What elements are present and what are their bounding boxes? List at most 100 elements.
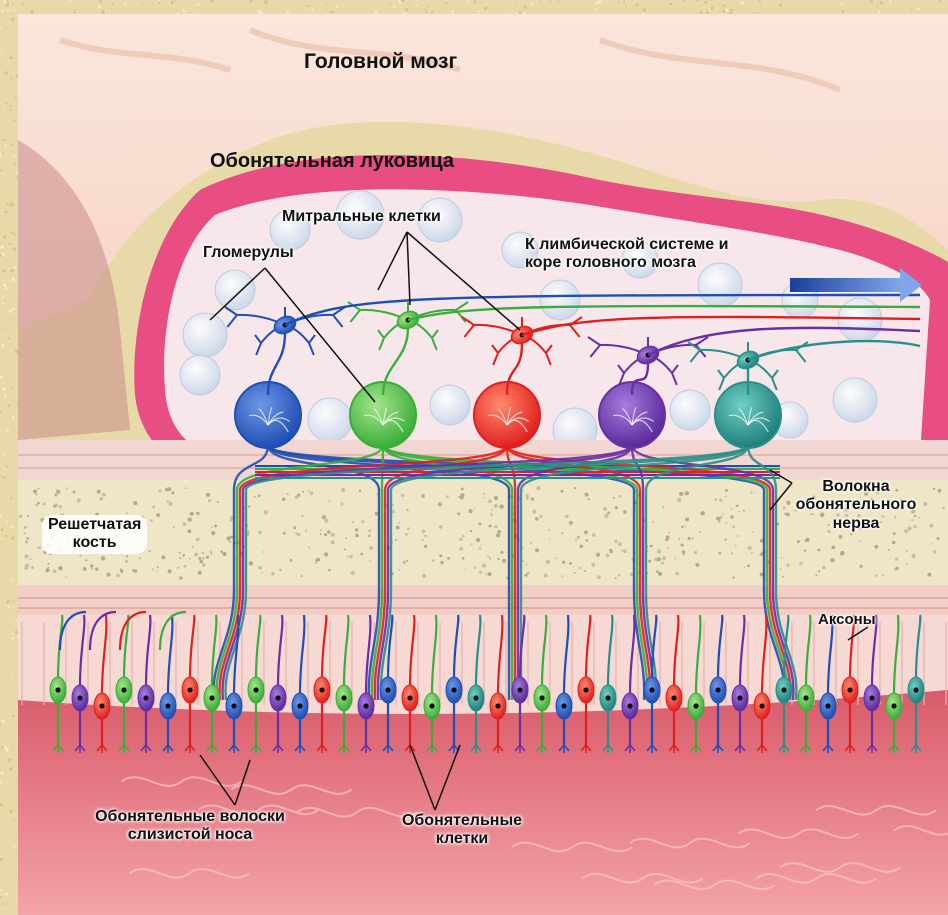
- frame-speck: [175, 0, 177, 2]
- frame-speck: [710, 6, 713, 9]
- granule-cell: [183, 313, 227, 357]
- bone-pore: [227, 536, 231, 540]
- frame-speck: [877, 11, 880, 14]
- bone-pore: [199, 560, 203, 564]
- frame-speck: [841, 10, 844, 13]
- frame-speck: [589, 3, 591, 5]
- frame-speck: [98, 5, 101, 8]
- label-limbic-line2: коре головного мозга: [525, 254, 728, 272]
- bone-pore: [485, 573, 487, 575]
- bone-pore: [786, 564, 789, 567]
- bone-pore: [310, 491, 314, 495]
- frame-speck: [708, 8, 711, 11]
- bone-pore: [156, 513, 160, 517]
- bone-pore: [99, 497, 103, 501]
- bone-pore: [682, 550, 686, 554]
- bone-pore: [668, 532, 670, 534]
- granule-cell: [833, 378, 877, 422]
- receptor-nucleus: [539, 695, 544, 700]
- frame-speck: [5, 748, 9, 752]
- bone-pore: [738, 511, 740, 513]
- bone-pore: [43, 502, 46, 505]
- bone-pore: [262, 551, 264, 553]
- frame-speck: [17, 404, 19, 406]
- receptor-nucleus: [121, 687, 126, 692]
- bone-pore: [688, 537, 691, 540]
- receptor-nucleus: [253, 687, 258, 692]
- bone-pore: [859, 540, 861, 542]
- bone-pore: [422, 574, 426, 578]
- frame-speck: [11, 269, 14, 272]
- label-hairs-line2: слизистой носа: [40, 826, 340, 844]
- frame-speck: [9, 105, 11, 107]
- bone-pore: [168, 569, 172, 573]
- bone-pore: [152, 506, 155, 509]
- bone-pore: [198, 571, 202, 575]
- bone-pore: [584, 570, 586, 572]
- frame-speck: [524, 6, 527, 9]
- bone-pore: [699, 531, 701, 533]
- receptor-nucleus: [869, 695, 874, 700]
- bone-pore: [287, 493, 289, 495]
- frame-speck: [11, 236, 12, 237]
- bone-pore: [618, 542, 622, 546]
- bone-pore: [575, 539, 577, 541]
- bone-pore: [561, 490, 564, 493]
- frame-speck: [449, 7, 450, 8]
- bone-pore: [369, 530, 371, 532]
- bone-pore: [479, 571, 482, 574]
- bone-pore: [546, 560, 550, 564]
- bone-pore: [196, 538, 200, 542]
- bone-pore: [719, 552, 722, 555]
- label-bone-line1: Решетчатая: [48, 516, 141, 534]
- bone-pore: [361, 520, 364, 523]
- frame-speck: [12, 278, 15, 281]
- bone-pore: [588, 498, 590, 500]
- bone-pore: [132, 569, 134, 571]
- frame-speck: [5, 893, 8, 896]
- bone-pore: [461, 488, 464, 491]
- bone-pore: [220, 550, 223, 553]
- frame-speck: [595, 2, 598, 5]
- bone-pore: [892, 541, 896, 545]
- bone-pore: [217, 501, 219, 503]
- frame-speck: [508, 11, 510, 13]
- bone-pore: [535, 548, 539, 552]
- bone-pore: [53, 569, 57, 573]
- bone-pore: [502, 559, 506, 563]
- receptor-nucleus: [231, 703, 236, 708]
- bone-pore: [548, 529, 550, 531]
- bone-pore: [743, 510, 745, 512]
- bone-pore: [172, 491, 175, 494]
- frame-speck: [307, 5, 309, 7]
- bone-pore: [249, 561, 253, 565]
- frame-speck: [124, 2, 127, 5]
- frame-speck: [514, 2, 516, 4]
- frame-speck: [326, 8, 327, 9]
- bone-pore: [561, 575, 563, 577]
- bone-pore: [29, 558, 31, 560]
- frame-speck: [704, 1, 707, 4]
- bone-pore: [930, 543, 932, 545]
- bone-pore: [539, 515, 542, 518]
- bone-pore: [446, 495, 449, 498]
- bone-pore: [536, 486, 540, 490]
- frame-speck: [2, 105, 4, 107]
- bone-pore: [169, 502, 173, 506]
- bone-pore: [126, 512, 128, 514]
- bone-pore: [202, 557, 204, 559]
- bone-pore: [447, 557, 450, 560]
- frame-speck: [11, 674, 13, 676]
- frame-speck: [158, 1, 160, 3]
- bone-pore: [185, 487, 187, 489]
- frame-speck: [10, 77, 12, 79]
- bone-pore: [535, 517, 539, 521]
- bone-pore: [432, 559, 435, 562]
- bone-pore: [715, 499, 717, 501]
- bone-pore: [301, 515, 303, 517]
- bone-pore: [349, 555, 353, 559]
- bone-pore: [487, 556, 489, 558]
- frame-speck: [15, 631, 18, 634]
- frame-speck: [3, 235, 6, 238]
